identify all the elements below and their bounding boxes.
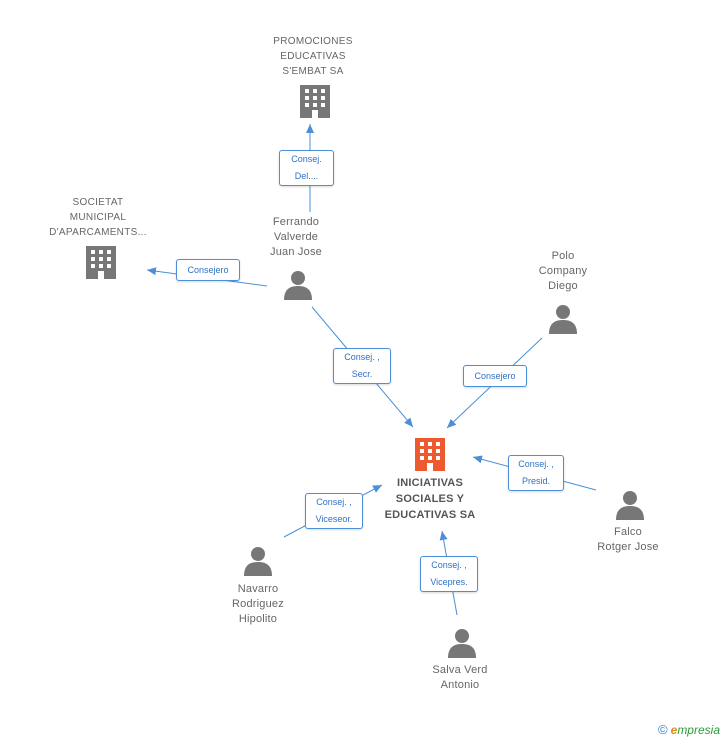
person-icon[interactable] [244,547,272,576]
edge-label-line: Consej. , [316,497,352,507]
node-label-promociones[interactable]: PROMOCIONES EDUCATIVAS S'EMBAT SA [255,34,371,79]
brand-name: mpresia [677,723,720,737]
label-line: Polo [551,250,575,262]
label-line: Juan Jose [270,246,322,258]
edge-label-falco-iniciativas[interactable]: Consej. , Presid. [508,455,564,491]
node-label-navarro[interactable]: Navarro Rodriguez Hipolito [212,582,304,627]
label-line: Diego [548,280,578,292]
label-line: D'APARCAMENTS... [49,227,147,238]
edge-label-ferrando-promociones[interactable]: Consej. Del.... [279,150,334,186]
person-icon[interactable] [549,305,577,334]
label-line: Navarro [237,583,279,595]
edge-label-line: Consejero [187,265,229,275]
label-line: SOCIETAT [72,197,124,208]
label-line: Salva Verd [432,664,488,676]
label-line: Company [538,265,588,277]
node-label-salva[interactable]: Salva Verd Antonio [414,663,506,693]
edge-label-line: Presid. [521,476,550,486]
edge-label-line: Consej. , [344,352,380,362]
node-label-polo[interactable]: Polo Company Diego [518,249,608,294]
label-line: PROMOCIONES [273,36,353,47]
label-line: INICIATIVAS [397,477,463,489]
person-icon[interactable] [284,271,312,300]
label-line: Antonio [440,679,480,691]
label-line: Ferrando [272,216,320,228]
label-line: Falco [614,526,642,538]
label-line: EDUCATIVAS [280,51,346,62]
edge-label-ferrando-iniciativas[interactable]: Consej. , Secr. [333,348,391,384]
edge-label-line: Vicepres. [430,577,468,587]
edge-label-line: Consej. , [518,459,554,469]
label-line: Rodriguez [232,598,284,610]
node-label-ferrando[interactable]: Ferrando Valverde Juan Jose [250,215,342,260]
node-label-falco[interactable]: Falco Rotger Jose [580,525,676,555]
label-line: EDUCATIVAS SA [384,509,476,521]
edge-label-line: Del.... [294,171,319,181]
building-icon[interactable] [300,85,330,118]
label-line: Rotger Jose [597,541,659,553]
edge-label-line: Consej. [291,154,322,164]
label-line: Hipolito [238,613,278,625]
person-icon[interactable] [616,491,644,520]
edge-label-salva-iniciativas[interactable]: Consej. , Vicepres. [420,556,478,592]
node-label-iniciativas[interactable]: INICIATIVAS SOCIALES Y EDUCATIVAS SA [360,475,500,523]
edge-label-ferrando-societat[interactable]: Consejero [176,259,240,281]
edge-label-line: Consejero [474,371,516,381]
label-line: Valverde [273,231,319,243]
edge-label-polo-iniciativas[interactable]: Consejero [463,365,527,387]
building-icon[interactable] [415,438,445,471]
person-icon[interactable] [448,629,476,658]
edge-label-navarro-iniciativas[interactable]: Consej. , Viceseor. [305,493,363,529]
empresia-logo: ©empresia [658,722,720,737]
label-line: MUNICIPAL [69,212,127,223]
edge-label-line: Consej. , [431,560,467,570]
building-icon[interactable] [86,246,116,279]
node-label-societat[interactable]: SOCIETAT MUNICIPAL D'APARCAMENTS... [38,195,158,240]
label-line: SOCIALES Y [395,493,465,505]
edge-label-line: Viceseor. [315,514,353,524]
copyright-icon: © [658,722,668,737]
brand-initial: e [670,723,678,737]
edge-label-line: Secr. [351,369,373,379]
label-line: S'EMBAT SA [282,66,344,77]
